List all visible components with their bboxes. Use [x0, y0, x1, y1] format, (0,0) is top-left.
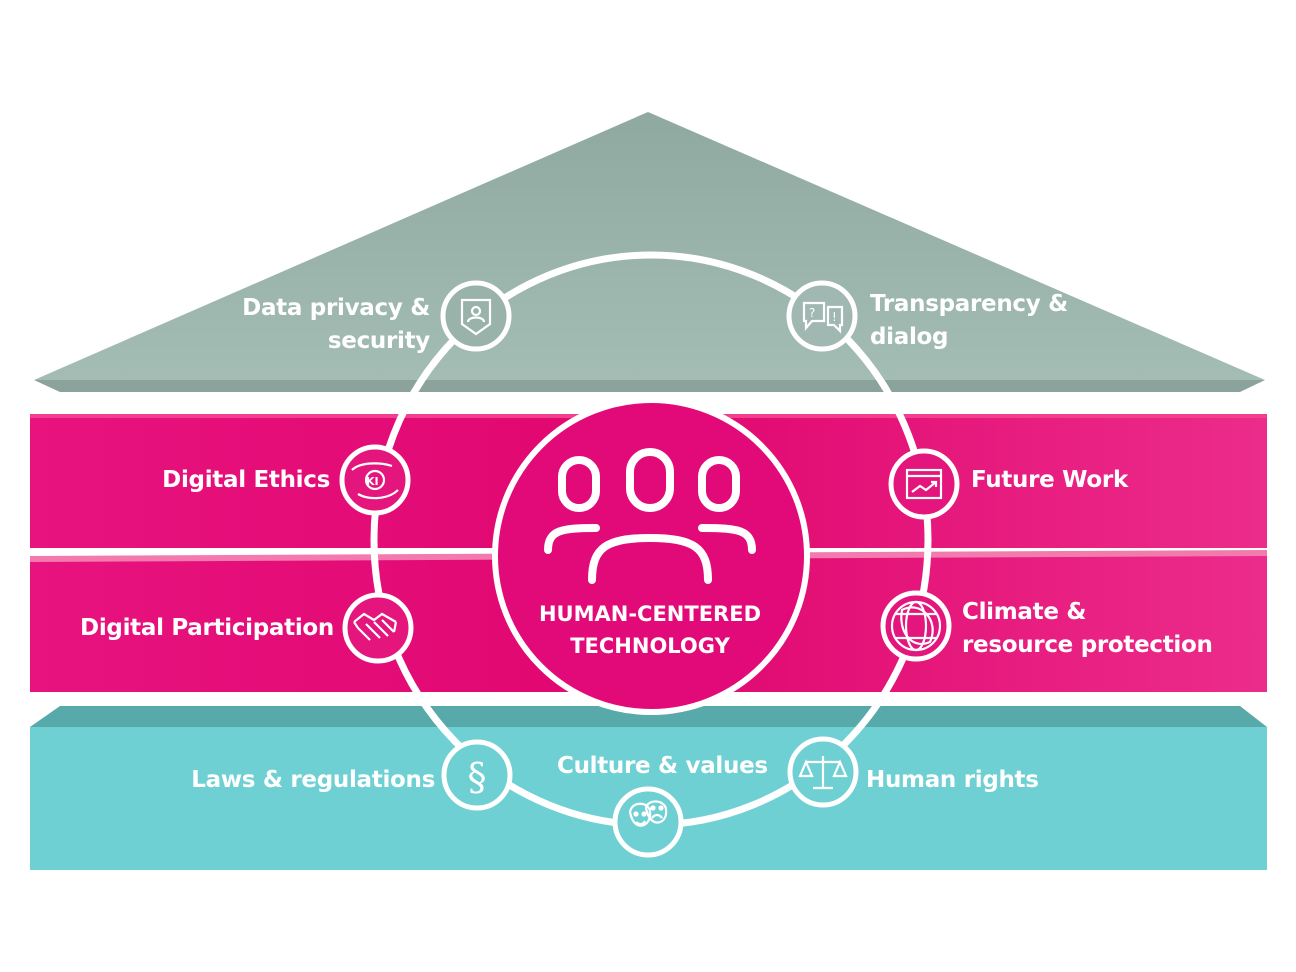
label-human-rights: Human rights — [866, 767, 1039, 793]
handshake-icon — [353, 612, 398, 641]
node-data-privacy — [440, 280, 512, 352]
people-group-icon — [544, 448, 756, 584]
node-transparency: ? ! — [786, 280, 858, 352]
label-transparency: Transparency & dialog — [870, 291, 1068, 350]
center-circle — [492, 397, 810, 715]
label-future-work: Future Work — [971, 467, 1128, 493]
browser-trend-icon — [905, 468, 943, 500]
theater-masks-icon — [628, 800, 668, 827]
node-future-work — [888, 448, 960, 520]
node-human-rights — [787, 736, 859, 808]
center-title: HUMAN-CENTERED TECHNOLOGY — [538, 602, 762, 658]
svg-text:?: ? — [809, 306, 815, 320]
paragraph-icon: § — [468, 755, 487, 799]
roof — [34, 112, 1265, 392]
node-digital-ethics: KI — [339, 444, 411, 516]
label-digital-participation: Digital Participation — [80, 615, 334, 641]
label-digital-ethics: Digital Ethics — [162, 467, 330, 493]
node-climate — [880, 590, 952, 662]
scales-icon — [798, 756, 848, 790]
globe-leaf-icon — [890, 600, 942, 652]
svg-text:KI: KI — [366, 475, 379, 488]
hands-ki-icon: KI — [351, 462, 399, 500]
label-culture: Culture & values — [557, 753, 768, 779]
node-culture — [612, 786, 684, 858]
label-laws: Laws & regulations — [191, 767, 435, 793]
label-data-privacy: Data privacy & security — [242, 295, 430, 354]
svg-text:!: ! — [832, 310, 837, 324]
node-laws: § — [441, 739, 513, 811]
speech-bubbles-icon: ? ! — [802, 301, 844, 334]
id-badge-icon — [460, 298, 492, 336]
label-climate: Climate & resource protection — [962, 599, 1213, 658]
node-digital-participation — [342, 592, 414, 664]
